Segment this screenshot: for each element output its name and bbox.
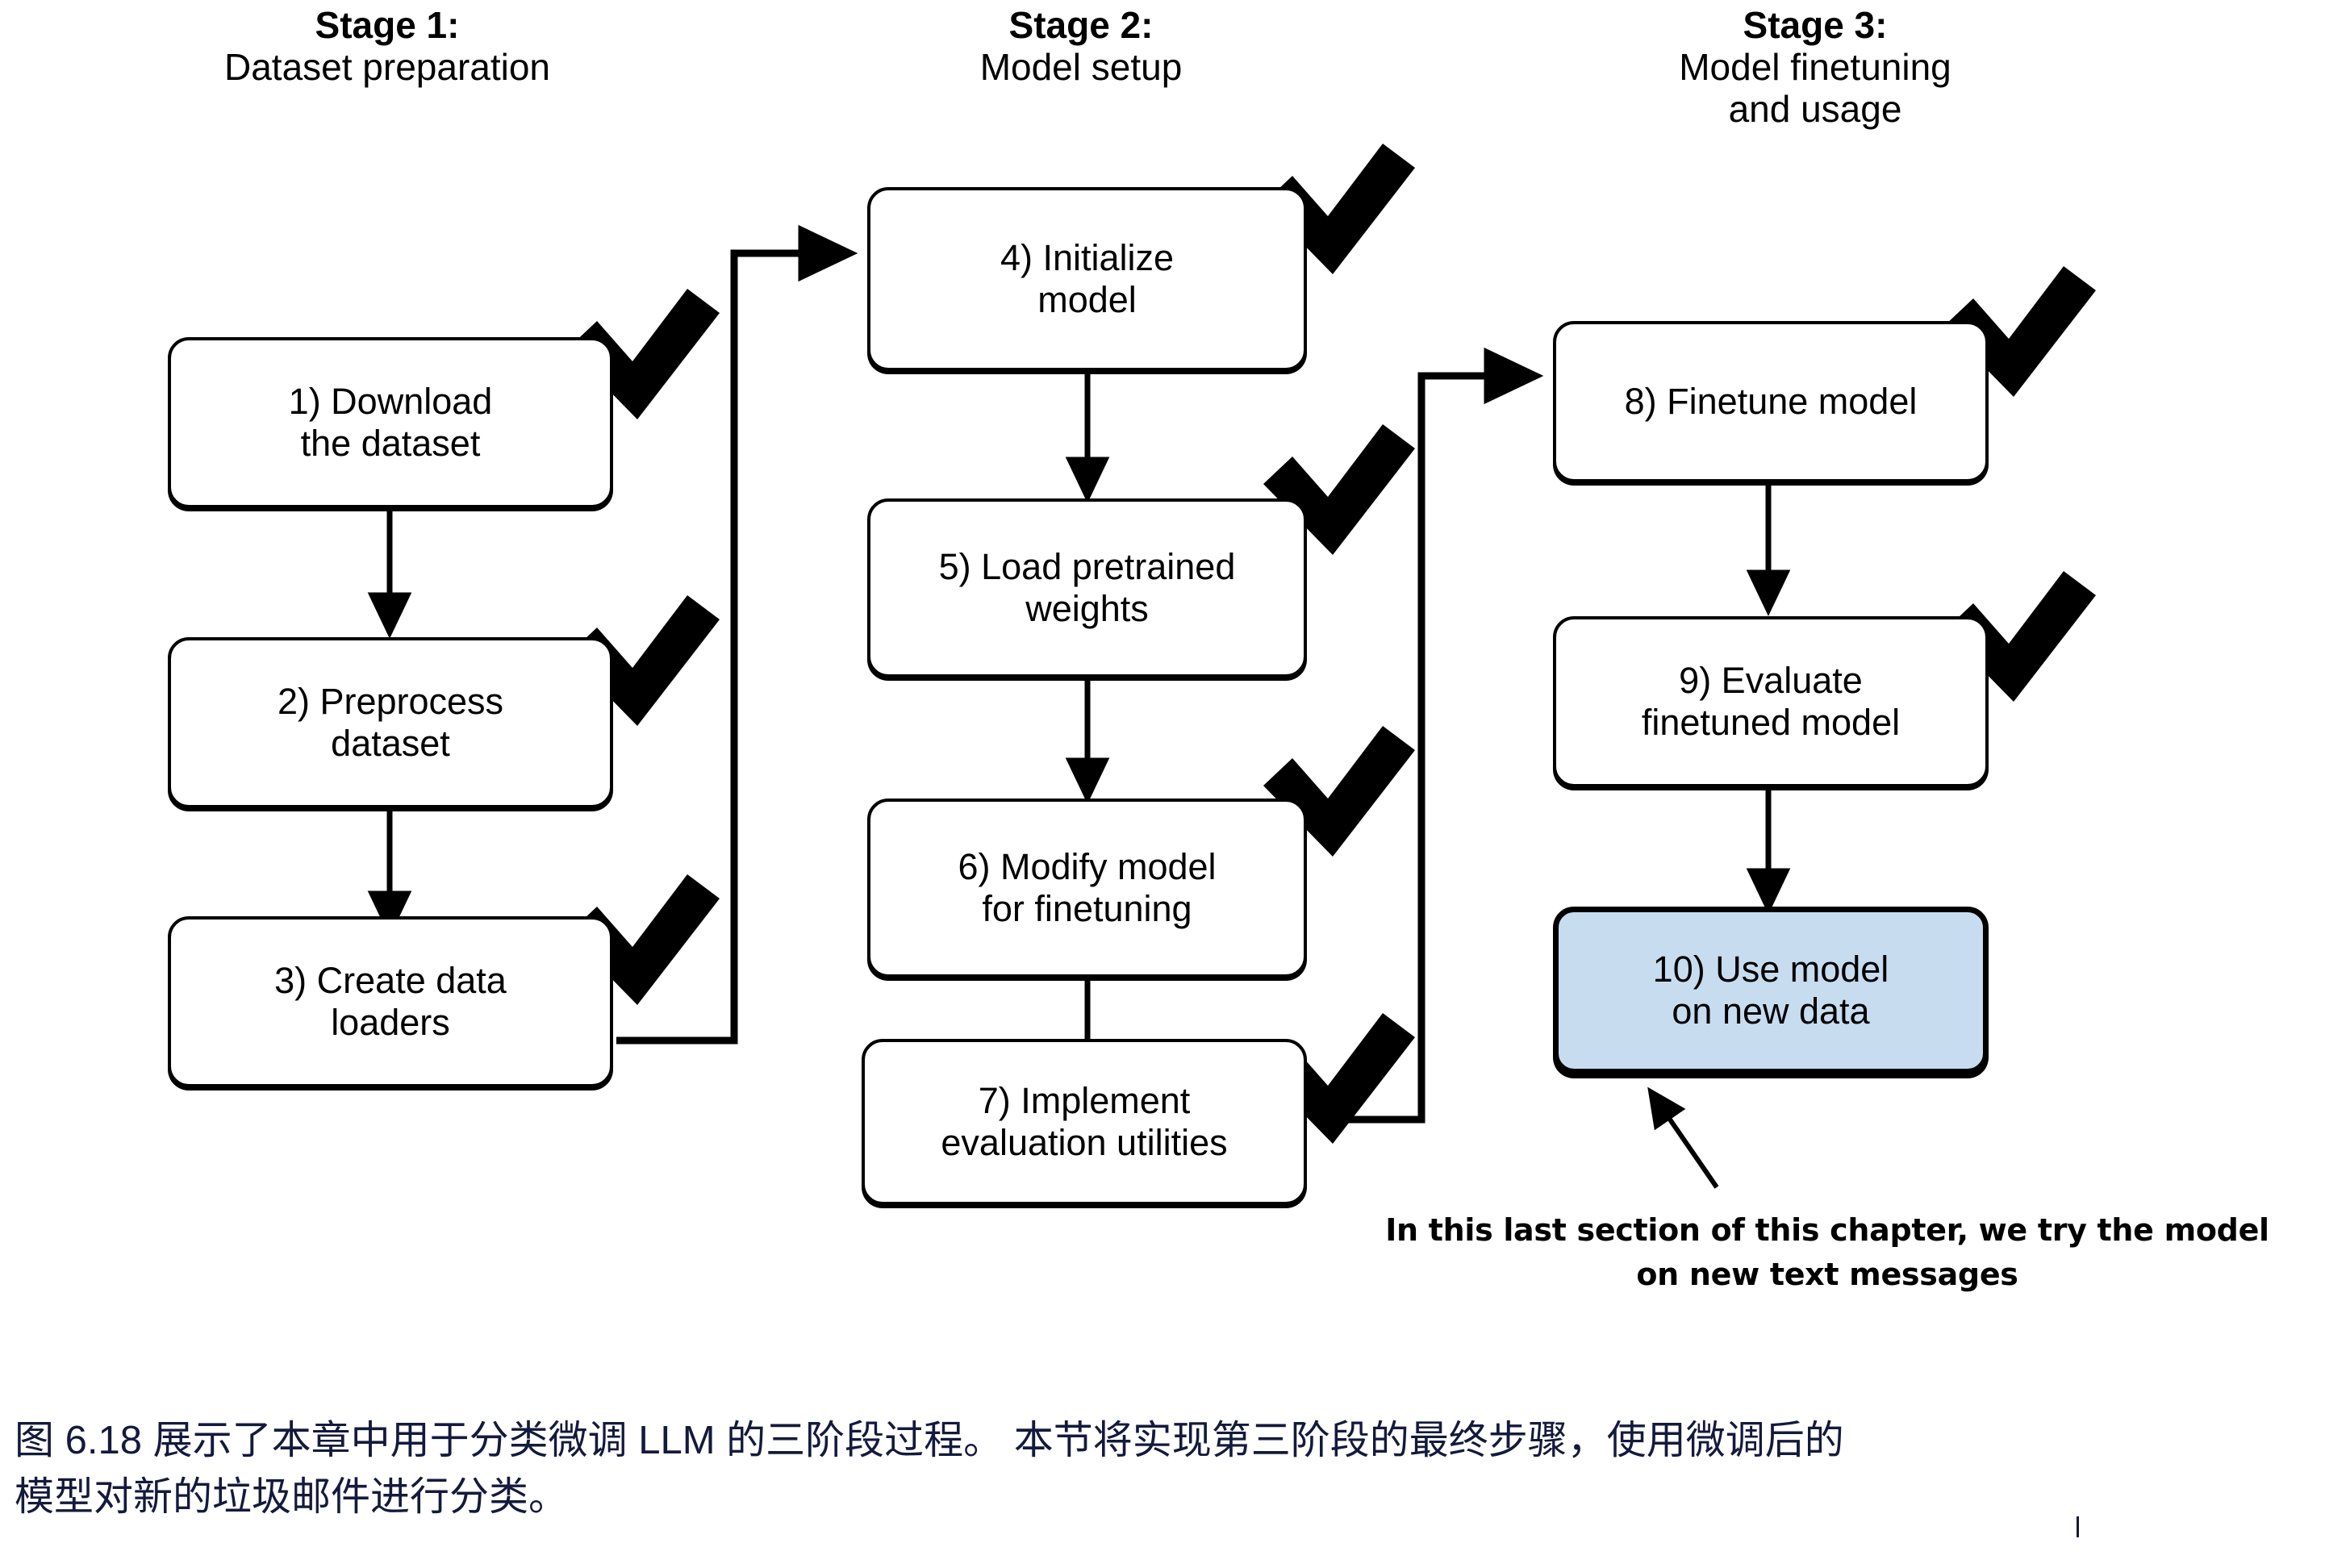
node-step-8-line1: 8) Finetune model — [1624, 380, 1918, 422]
node-step-3-line2: loaders — [331, 1002, 450, 1043]
stage-1-title: Stage 1: — [315, 4, 460, 46]
node-step-6-line2: for finetuning — [982, 888, 1192, 929]
node-step-10-line2: on new data — [1672, 990, 1870, 1032]
node-step-3[interactable]: 3) Create data loaders — [168, 916, 613, 1087]
node-step-9-line2: finetuned model — [1641, 702, 1901, 743]
stage-2-subtitle: Model setup — [979, 45, 1183, 88]
node-step-8[interactable]: 8) Finetune model — [1553, 321, 1989, 482]
node-step-4-line1: 4) Initialize — [1000, 236, 1175, 278]
node-step-2-line1: 2) Preprocess — [277, 680, 504, 722]
node-step-5-line2: weights — [1025, 588, 1149, 629]
caption-line-2: 模型对新的垃圾邮件进行分类。 — [15, 1474, 569, 1519]
node-step-1[interactable]: 1) Download the dataset — [168, 337, 613, 508]
stage-2-title: Stage 2: — [1008, 4, 1154, 46]
node-step-2-line2: dataset — [331, 723, 450, 764]
figure-diagram: Stage 1: Dataset preparation Stage 2: Mo… — [81, 4, 2283, 1297]
node-step-7[interactable]: 7) Implement evaluation utilities — [862, 1039, 1307, 1205]
stage-3-subtitle-line2: and usage — [1728, 87, 1902, 130]
stage-1-subtitle: Dataset preparation — [223, 45, 551, 88]
figure-annotation: In this last section of this chapter, we… — [1371, 1208, 2283, 1297]
node-step-5-line1: 5) Load pretrained — [938, 545, 1236, 587]
node-step-9[interactable]: 9) Evaluate finetuned model — [1553, 616, 1989, 787]
node-step-6[interactable]: 6) Modify model for finetuning — [867, 799, 1307, 978]
node-step-4-line2: model — [1037, 279, 1137, 320]
node-step-2[interactable]: 2) Preprocess dataset — [168, 637, 613, 808]
stage-3-subtitle-line1: Model finetuning — [1679, 45, 1951, 88]
node-step-9-line1: 9) Evaluate — [1679, 659, 1863, 701]
node-step-7-line1: 7) Implement — [978, 1079, 1191, 1121]
node-step-4[interactable]: 4) Initialize model — [867, 187, 1307, 371]
node-step-10-line1: 10) Use model — [1652, 948, 1889, 990]
node-step-7-line2: evaluation utilities — [941, 1122, 1228, 1163]
stage-3-title: Stage 3: — [1743, 4, 1888, 46]
node-step-10[interactable]: 10) Use model on new data — [1553, 907, 1989, 1074]
node-step-3-line1: 3) Create data — [274, 959, 507, 1001]
node-step-5[interactable]: 5) Load pretrained weights — [867, 498, 1307, 678]
connector-step3-step4 — [616, 224, 858, 1045]
node-step-1-line1: 1) Download — [288, 380, 493, 422]
stage-header-2: Stage 2: Model setup — [791, 4, 1371, 89]
stage-header-1: Stage 1: Dataset preparation — [81, 4, 694, 89]
node-step-6-line1: 6) Modify model — [958, 845, 1217, 887]
annotation-line2: model on new text messages — [1636, 1212, 2269, 1293]
caption-line-1: 图 6.18 展示了本章中用于分类微调 LLM 的三阶段过程。 本节将实现第三阶… — [15, 1419, 1844, 1462]
node-step-1-line2: the dataset — [300, 423, 481, 464]
figure-caption: 图 6.18 展示了本章中用于分类微调 LLM 的三阶段过程。 本节将实现第三阶… — [15, 1413, 2314, 1525]
annotation-arrow — [1647, 1086, 1719, 1189]
connector-step7-step8 — [1313, 347, 1544, 1124]
annotation-line1: In this last section of this chapter, we… — [1385, 1212, 2154, 1248]
stage-header-3: Stage 3: Model finetuning and usage — [1492, 4, 2138, 131]
page-edge-tick — [2077, 1516, 2079, 1537]
